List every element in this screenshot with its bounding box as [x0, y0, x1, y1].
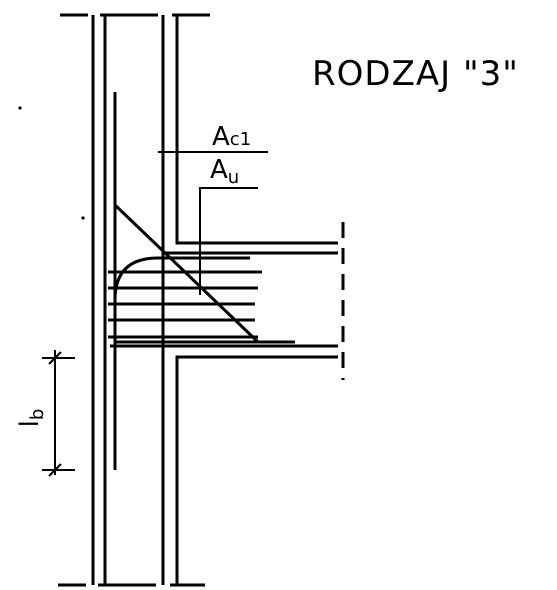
column-right-outer-edge-bottom — [175, 355, 338, 585]
au-leader — [199, 187, 258, 295]
drawing-title: RODZAJ "3" — [312, 54, 519, 94]
ac1-label: Ac1 — [212, 122, 251, 152]
dot-2 — [81, 216, 85, 220]
lb-label: lb — [15, 409, 48, 428]
svg-text:lb: lb — [15, 409, 48, 428]
ac1-subscript: c1 — [230, 129, 251, 150]
lb-dimension — [42, 350, 75, 477]
au-subscript: u — [228, 167, 239, 188]
ac1-symbol: A — [212, 122, 230, 152]
column-right-outer-edge-top — [175, 15, 338, 245]
au-label: Au — [210, 155, 239, 188]
lb-subscript: b — [27, 409, 48, 420]
au-symbol: A — [210, 155, 228, 185]
dot-1 — [18, 106, 22, 110]
lb-symbol: l — [15, 420, 45, 427]
